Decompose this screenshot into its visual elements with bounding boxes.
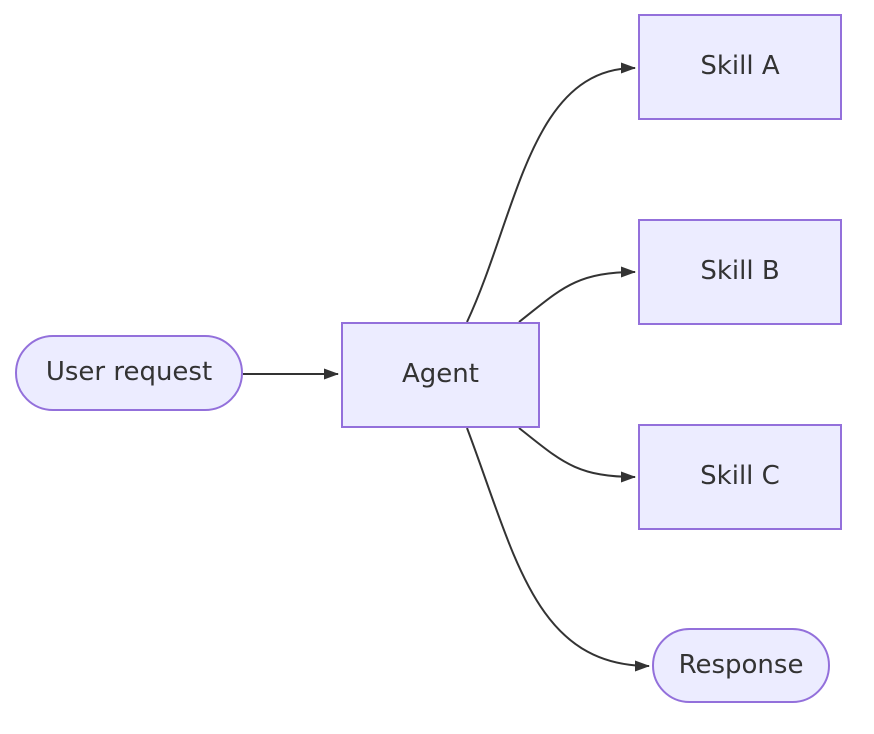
node-skill-a-label: Skill A <box>700 51 780 82</box>
node-agent-label: Agent <box>402 359 479 390</box>
node-skill-b: Skill B <box>638 219 842 325</box>
node-skill-c-label: Skill C <box>700 461 780 492</box>
node-user-request: User request <box>15 335 243 411</box>
node-agent: Agent <box>341 322 540 428</box>
node-skill-b-label: Skill B <box>700 256 780 287</box>
node-user-request-label: User request <box>45 357 213 388</box>
node-skill-a: Skill A <box>638 14 842 120</box>
edge-agent-to-response <box>466 427 650 672</box>
node-skill-c: Skill C <box>638 424 842 530</box>
edge-agent-to-skill-b <box>518 266 636 323</box>
node-response-label: Response <box>678 649 804 680</box>
node-response: Response <box>652 628 830 703</box>
edge-agent-to-skill-a <box>466 62 636 323</box>
edge-agent-to-skill-c <box>518 427 636 483</box>
